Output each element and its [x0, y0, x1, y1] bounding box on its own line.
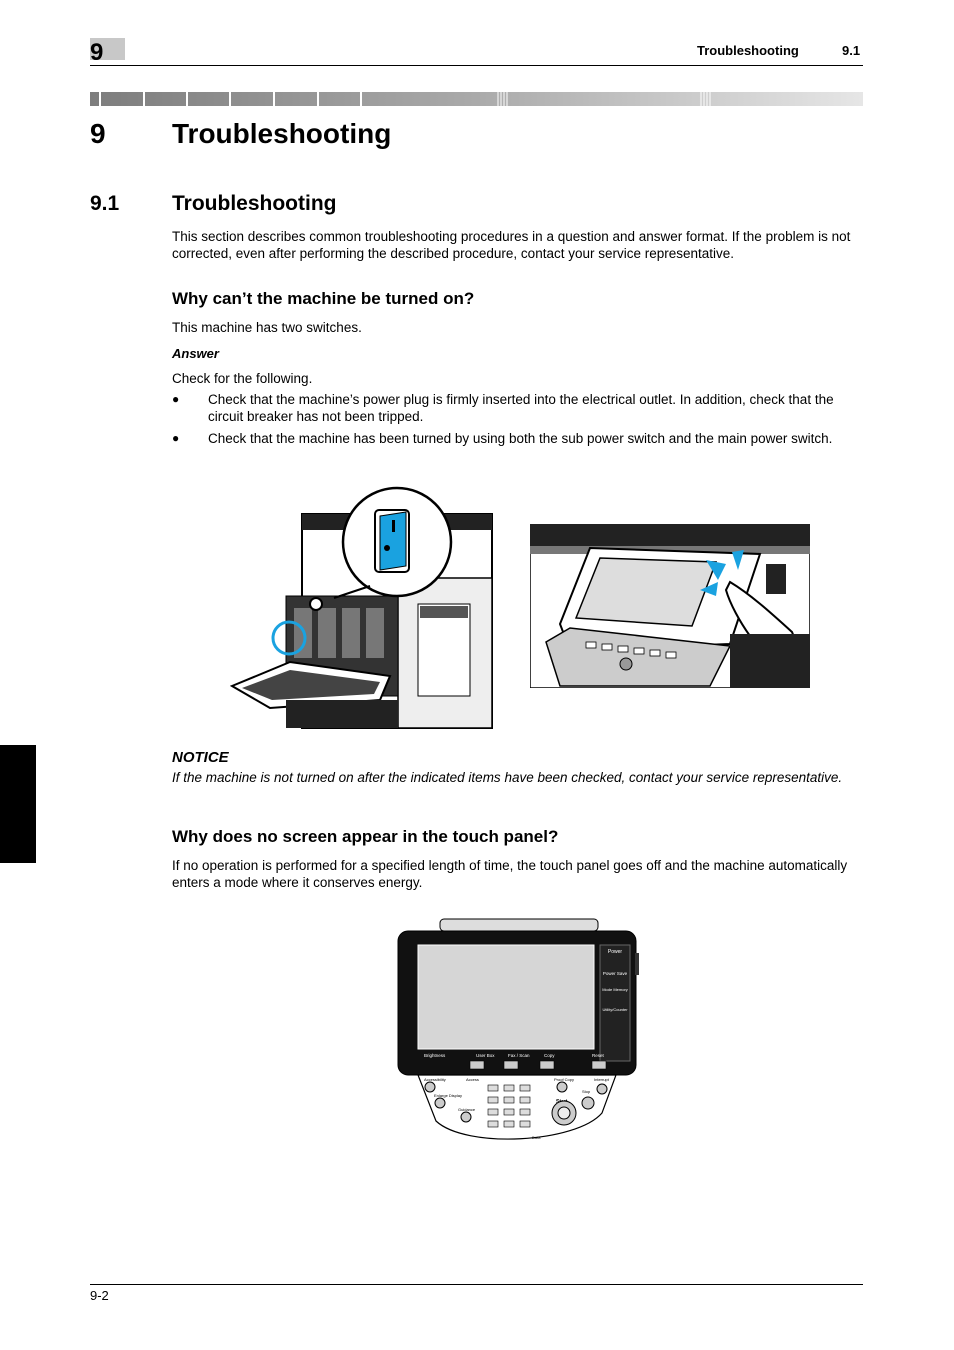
guidance-label: Guidance	[458, 1107, 476, 1112]
copy-label: Copy	[544, 1053, 555, 1058]
bullet-2-symbol: ●	[172, 431, 180, 445]
chapter-number: 9	[90, 118, 106, 149]
bullet-2-text: Check that the machine has been turned b…	[208, 431, 833, 446]
reset-label: Reset	[592, 1053, 605, 1058]
notice-label: NOTICE	[172, 749, 229, 766]
section-intro: This section describes common troublesho…	[172, 229, 851, 261]
chapter-side-tab	[0, 745, 36, 863]
fax-scan-label: Fax / Scan	[508, 1053, 530, 1058]
control-panel-illustration: Power Power Save Mode Memory Utility/Cou…	[397, 918, 639, 1140]
section-title: Troubleshooting	[172, 192, 337, 215]
power-save-label: Power Save	[603, 971, 628, 976]
proof-copy-label: Proof Copy	[554, 1077, 574, 1082]
accessibility-label: Accessibility	[424, 1077, 446, 1082]
footer-rule	[90, 1284, 863, 1285]
section-number: 9.1	[90, 192, 120, 215]
sub-power-switch-illustration	[530, 524, 810, 688]
stop-label: Stop	[582, 1089, 591, 1094]
interrupt-label: Interrupt	[594, 1077, 610, 1082]
user-box-label: User Box	[476, 1053, 495, 1058]
main-power-switch-illustration	[230, 486, 493, 729]
power-label: Power	[608, 949, 623, 955]
bullet-1-text: Check that the machine’s power plug is f…	[208, 392, 834, 424]
q1-heading: Why can’t the machine be turned on?	[172, 289, 475, 308]
header-section-number: 9.1	[842, 43, 861, 58]
notice-text: If the machine is not turned on after th…	[172, 770, 843, 785]
answer-intro: Check for the following.	[172, 371, 313, 386]
q1-statement: This machine has two switches.	[172, 320, 362, 335]
q2-text: If no operation is performed for a speci…	[172, 858, 848, 890]
q2-heading: Why does no screen appear in the touch p…	[172, 827, 559, 846]
decorative-band	[90, 92, 863, 106]
header-running-title: Troubleshooting	[697, 43, 799, 58]
chapter-tab-box	[90, 38, 125, 60]
chapter-title: Troubleshooting	[172, 118, 392, 149]
answer-label: Answer	[172, 346, 219, 361]
enlarge-display-label: Enlarge Display	[434, 1093, 462, 1098]
header-rule	[90, 65, 863, 66]
data-label: Data	[532, 1135, 541, 1140]
page-number: 9-2	[90, 1288, 109, 1303]
header-chapter-number: 9	[90, 39, 104, 66]
utility-label: Utility/Counter	[602, 1007, 628, 1012]
access-label: Access	[466, 1077, 479, 1082]
mode-memory-label: Mode Memory	[602, 987, 628, 992]
brightness-label: Brightness	[424, 1053, 446, 1058]
bullet-1-symbol: ●	[172, 392, 180, 406]
